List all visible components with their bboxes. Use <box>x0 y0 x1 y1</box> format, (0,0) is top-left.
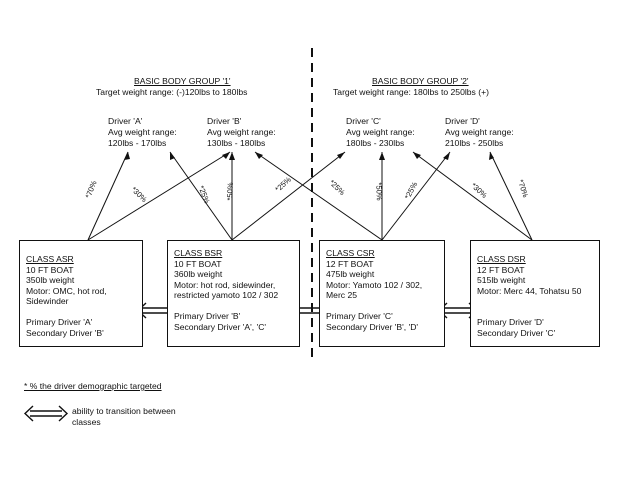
class-bsr-secondary: Secondary Driver 'A', 'C' <box>174 321 267 332</box>
legend-arrow-text-1: ability to transition between <box>72 406 176 416</box>
class-csr-motor-1: Motor: Yamoto 102 / 302, <box>326 279 423 290</box>
connector-asr-b <box>87 151 231 241</box>
driver-a-range: 120lbs - 170lbs <box>108 138 167 148</box>
driver-a-label: Avg weight range: <box>108 127 177 137</box>
class-dsr-weight: 515lb weight <box>477 275 526 286</box>
class-dsr-name: CLASS DSR <box>477 254 526 264</box>
driver-c-label: Avg weight range: <box>346 127 415 137</box>
group-2-range: Target weight range: 180lbs to 250lbs (+… <box>333 87 489 97</box>
class-bsr-box: CLASS BSR 10 FT BOAT 360lb weight Motor:… <box>167 240 300 347</box>
driver-d-name: Driver 'D' <box>445 116 480 126</box>
class-asr-motor-2: Sidewinder <box>26 296 69 307</box>
group-2-title: BASIC BODY GROUP '2' <box>372 76 469 86</box>
legend-note: * % the driver demographic targeted <box>24 381 162 391</box>
class-dsr-box: CLASS DSR 12 FT BOAT 515lb weight Motor:… <box>470 240 600 347</box>
driver-c-range: 180lbs - 230lbs <box>346 138 405 148</box>
class-csr-boat: 12 FT BOAT <box>326 258 374 269</box>
group-1-range: Target weight range: (-)120lbs to 180lbs <box>96 87 248 97</box>
class-dsr-motor-1: Motor: Merc 44, Tohatsu 50 <box>477 285 582 296</box>
class-csr-secondary: Secondary Driver 'B', 'D' <box>326 321 419 332</box>
class-asr-box: CLASS ASR 10 FT BOAT 350lb weight Motor:… <box>19 240 143 347</box>
class-dsr-primary: Primary Driver 'D' <box>477 317 544 328</box>
legend-arrow-icon <box>23 405 69 422</box>
driver-c-name: Driver 'C' <box>346 116 381 126</box>
driver-a-name: Driver 'A' <box>108 116 143 126</box>
connector-bsr-a <box>169 151 233 241</box>
connector-dsr-d <box>489 151 533 241</box>
class-bsr-motor-1: Motor: hot rod, sidewinder, <box>174 279 276 290</box>
pct-csr-c: *50% <box>374 182 384 201</box>
driver-b-range: 130lbs - 180lbs <box>207 138 266 148</box>
class-dsr-boat: 12 FT BOAT <box>477 264 525 275</box>
group-1-title: BASIC BODY GROUP '1' <box>134 76 231 86</box>
driver-d-label: Avg weight range: <box>445 127 514 137</box>
class-bsr-motor-2: restricted yamoto 102 / 302 <box>174 290 279 301</box>
connector-dsr-c <box>412 151 533 241</box>
class-csr-primary: Primary Driver 'C' <box>326 310 393 321</box>
class-asr-name: CLASS ASR <box>26 254 74 264</box>
class-bsr-weight: 360lb weight <box>174 269 223 280</box>
class-csr-name: CLASS CSR <box>326 248 375 258</box>
connector-bsr-c <box>231 151 346 241</box>
pct-bsr-b: *50% <box>225 182 235 201</box>
driver-b-name: Driver 'B' <box>207 116 242 126</box>
class-asr-primary: Primary Driver 'A' <box>26 316 93 327</box>
class-csr-weight: 475lb weight <box>326 269 375 280</box>
class-bsr-name: CLASS BSR <box>174 248 223 258</box>
connector-csr-b <box>254 151 383 241</box>
class-asr-motor-1: Motor: OMC, hot rod, <box>26 285 107 296</box>
legend-arrow-text-2: classes <box>72 417 101 427</box>
connector-asr-a <box>87 151 129 241</box>
driver-d-range: 210lbs - 250lbs <box>445 138 504 148</box>
class-dsr-secondary: Secondary Driver 'C' <box>477 327 556 338</box>
class-csr-motor-2: Merc 25 <box>326 290 358 301</box>
connector-lines <box>87 151 533 241</box>
class-asr-weight: 350lb weight <box>26 275 75 286</box>
class-csr-box: CLASS CSR 12 FT BOAT 475lb weight Motor:… <box>319 240 445 347</box>
driver-b-label: Avg weight range: <box>207 127 276 137</box>
class-asr-boat: 10 FT BOAT <box>26 264 74 275</box>
class-asr-secondary: Secondary Driver 'B' <box>26 327 104 338</box>
class-bsr-primary: Primary Driver 'B' <box>174 310 241 321</box>
connector-csr-d <box>381 151 451 241</box>
class-bsr-boat: 10 FT BOAT <box>174 258 222 269</box>
connector-arrowheads <box>124 152 494 160</box>
